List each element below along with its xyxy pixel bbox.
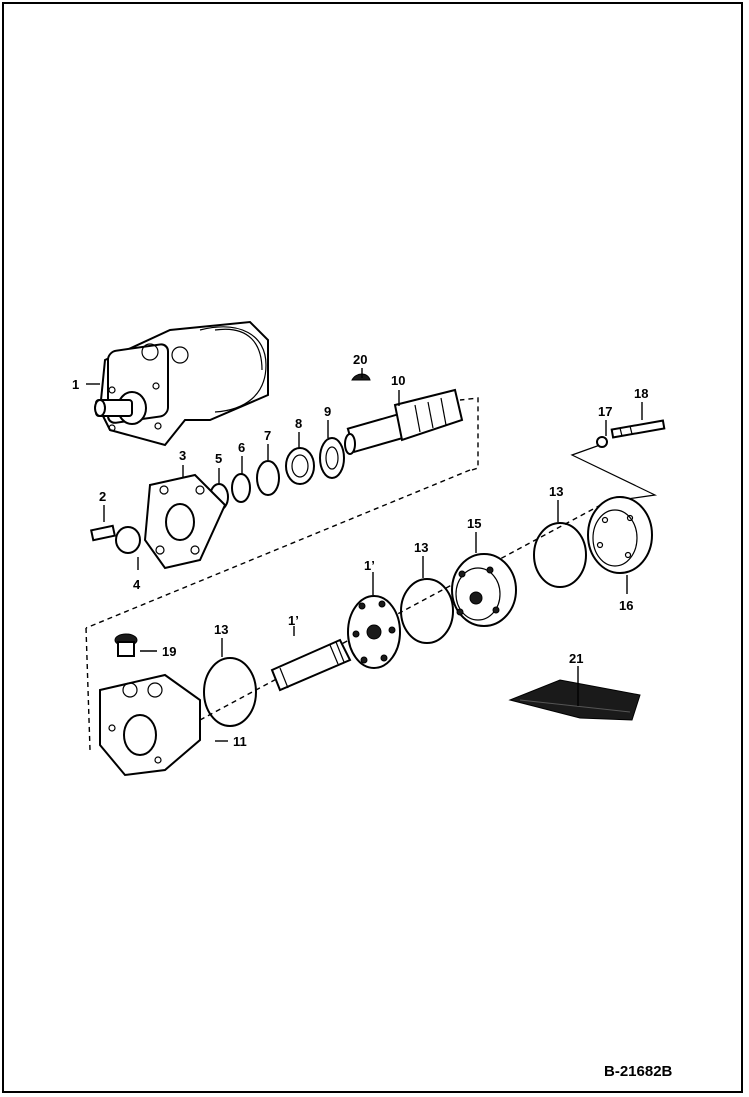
callout-2: 2 bbox=[99, 489, 106, 504]
callout-1: 1 bbox=[72, 377, 79, 392]
callout-17: 17 bbox=[598, 404, 612, 419]
callout-7: 7 bbox=[264, 428, 271, 443]
callout-16: 16 bbox=[619, 598, 633, 613]
bolt-part-18 bbox=[610, 419, 666, 439]
leader-lines bbox=[86, 368, 643, 742]
plug-part-19 bbox=[114, 633, 138, 657]
housing-part-11 bbox=[99, 673, 201, 777]
callout-4: 4 bbox=[133, 577, 141, 592]
o-ring-part-7 bbox=[256, 460, 280, 496]
o-ring-part-4 bbox=[115, 526, 141, 554]
seal-part-13-a bbox=[533, 522, 587, 588]
nut-part-17 bbox=[596, 436, 608, 448]
callout-21: 21 bbox=[569, 651, 583, 666]
callout-11: 11 bbox=[233, 734, 247, 749]
seal-part-6 bbox=[231, 473, 251, 503]
callout-18: 18 bbox=[634, 386, 648, 401]
assembly-dashed-line-left bbox=[85, 627, 91, 751]
callout-14: 1’ bbox=[288, 613, 299, 628]
callout-9: 9 bbox=[324, 404, 331, 419]
drive-shaft-part-10 bbox=[344, 388, 464, 455]
key-part-20 bbox=[351, 373, 371, 381]
assembly-dashed-line-rear bbox=[199, 499, 611, 721]
end-cover-part-16 bbox=[587, 496, 653, 574]
fitting-part-2 bbox=[90, 524, 116, 542]
seal-kit-part-21 bbox=[508, 679, 641, 721]
callout-15: 15 bbox=[467, 516, 481, 531]
callout-13-a: 13 bbox=[549, 484, 563, 499]
callout-13-b: 13 bbox=[414, 540, 428, 555]
callout-12: 1’ bbox=[364, 558, 375, 573]
callout-5: 5 bbox=[215, 451, 222, 466]
callout-3: 3 bbox=[179, 448, 186, 463]
callout-13-c: 13 bbox=[214, 622, 228, 637]
callout-6: 6 bbox=[238, 440, 245, 455]
thrust-bearing-part-9 bbox=[319, 437, 345, 479]
valve-plate-part-12 bbox=[347, 595, 401, 669]
mounting-flange-part-3 bbox=[143, 473, 227, 570]
seal-part-13-b bbox=[400, 578, 454, 644]
motor-assembly-part-1 bbox=[94, 320, 269, 447]
gerotor-part-15 bbox=[451, 553, 517, 627]
callout-19: 19 bbox=[162, 644, 176, 659]
callout-8: 8 bbox=[295, 416, 302, 431]
assembly-dashed-line bbox=[459, 397, 479, 471]
washer-part-8 bbox=[285, 447, 315, 485]
figure-id: B-21682B bbox=[604, 1063, 673, 1080]
bolt-leader-line bbox=[570, 444, 658, 501]
callout-20: 20 bbox=[353, 352, 367, 367]
seal-part-13-c bbox=[203, 657, 257, 727]
callout-10: 10 bbox=[391, 373, 405, 388]
callout-labels: 1 2 3 4 5 6 7 8 9 10 11 1’ 13 13 13 1’ 1… bbox=[72, 352, 648, 749]
splined-shaft-part-14 bbox=[270, 638, 352, 692]
assembly-dashed-line-main bbox=[85, 469, 471, 629]
